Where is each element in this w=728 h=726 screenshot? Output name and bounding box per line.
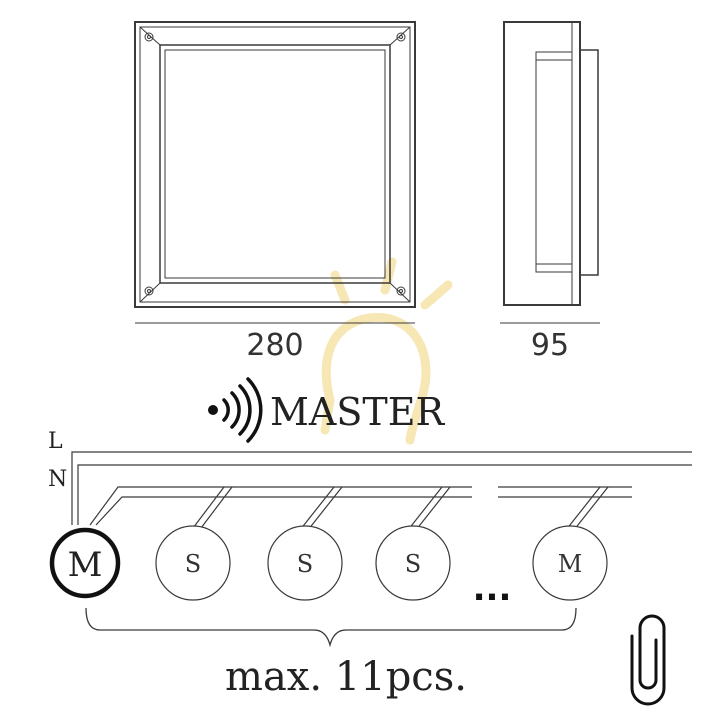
paperclip-icon — [630, 614, 666, 706]
device-slave-2: S — [267, 525, 343, 601]
depth-dimension-label: 95 — [531, 328, 569, 363]
screw-icon — [396, 32, 406, 42]
side-view — [503, 21, 599, 306]
device-master-primary: M — [49, 527, 121, 599]
device-label: S — [297, 550, 313, 578]
screw-icon — [144, 286, 154, 296]
front-view — [134, 21, 416, 308]
master-label: MASTER — [270, 390, 445, 434]
neutral-label: N — [48, 467, 67, 492]
device-slave-1: S — [155, 525, 231, 601]
device-label: M — [558, 550, 583, 578]
screw-icon — [396, 286, 406, 296]
device-label: M — [68, 545, 103, 585]
ellipsis: ... — [473, 569, 512, 609]
group-brace — [85, 607, 577, 648]
device-slave-3: S — [375, 525, 451, 601]
max-count-label: max. 11pcs. — [225, 654, 467, 700]
wiring-lines — [71, 451, 692, 533]
wireless-signal-icon — [208, 377, 263, 443]
device-label: S — [185, 550, 201, 578]
device-label: S — [405, 550, 421, 578]
screw-icon — [144, 32, 154, 42]
width-dimension-label: 280 — [246, 328, 303, 363]
line-label: L — [48, 429, 63, 454]
device-master-secondary: M — [532, 525, 608, 601]
